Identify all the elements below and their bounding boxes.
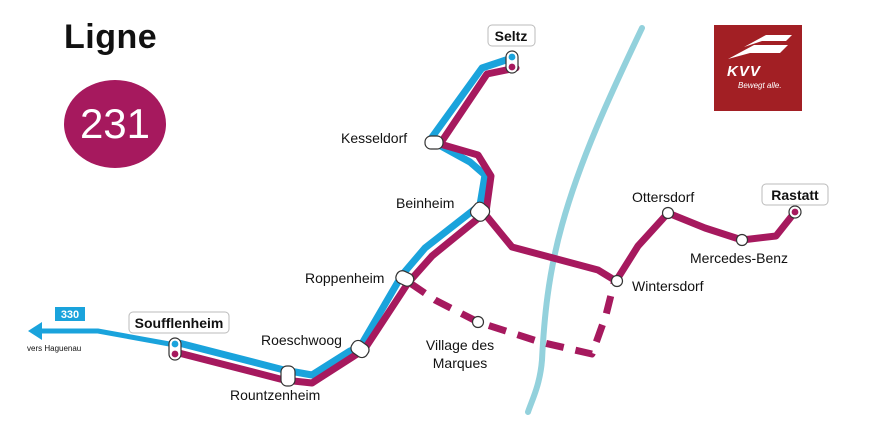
- terminus-dot-soufflenheim-purple: [171, 350, 179, 358]
- terminus-dot-rastatt: [791, 208, 799, 216]
- kvv-slogan: Bewegt alle.: [738, 81, 782, 90]
- station-label-village-des-marques-line1: Village des: [426, 337, 494, 353]
- station-marker-roppenheim[interactable]: [394, 269, 416, 288]
- route-rastatt-branch: [476, 204, 799, 285]
- terminus-dot-seltz-purple: [508, 63, 516, 71]
- arrow-head-icon: [28, 322, 42, 340]
- ligne-title: Ligne: [64, 18, 158, 56]
- station-label-seltz: Seltz: [495, 28, 528, 44]
- station-marker-kesseldorf[interactable]: [424, 135, 444, 150]
- station-marker-beinheim[interactable]: [468, 200, 492, 224]
- label-box-seltz: [487, 24, 536, 47]
- station-label-soufflenheim: Soufflenheim: [135, 315, 224, 331]
- station-label-roppenheim: Roppenheim: [305, 270, 384, 286]
- station-label-beinheim: Beinheim: [396, 195, 454, 211]
- station-marker-roeschwoog[interactable]: [349, 338, 372, 360]
- label-box-soufflenheim: [128, 311, 230, 334]
- kvv-swoosh-icon: [728, 35, 792, 59]
- station-marker-wintersdorf[interactable]: [610, 274, 624, 288]
- line-number-badge: 231: [64, 80, 166, 168]
- route-primary: [171, 64, 520, 387]
- line-330-label: 330: [61, 309, 79, 321]
- station-label-rastatt: Rastatt: [771, 187, 819, 203]
- station-label-ottersdorf: Ottersdorf: [632, 189, 694, 205]
- terminus-dot-soufflenheim-blue: [171, 340, 179, 348]
- terminus-dot-seltz-blue: [508, 53, 516, 61]
- kvv-logo: KVV Bewegt alle.: [714, 25, 802, 111]
- connection-arrow-330: [38, 328, 176, 348]
- direction-label: vers Haguenau: [27, 344, 81, 353]
- station-label-kesseldorf: Kesseldorf: [341, 130, 407, 146]
- label-box-rastatt: [761, 183, 829, 206]
- station-marker-village-des-marques[interactable]: [471, 315, 485, 329]
- route-dashed-detour: [408, 280, 618, 358]
- station-marker-mercedes-benz[interactable]: [735, 233, 749, 247]
- station-label-rountzenheim: Rountzenheim: [230, 387, 320, 403]
- station-marker-rountzenheim[interactable]: [280, 365, 296, 387]
- station-label-mercedes-benz: Mercedes-Benz: [690, 250, 788, 266]
- station-marker-ottersdorf[interactable]: [661, 206, 675, 220]
- kvv-brand-name: KVV: [727, 63, 761, 80]
- station-label-village-des-marques-line2: Marques: [433, 355, 487, 371]
- station-label-wintersdorf: Wintersdorf: [632, 278, 704, 294]
- line-330-badge: [55, 307, 85, 321]
- station-label-roeschwoog: Roeschwoog: [261, 332, 342, 348]
